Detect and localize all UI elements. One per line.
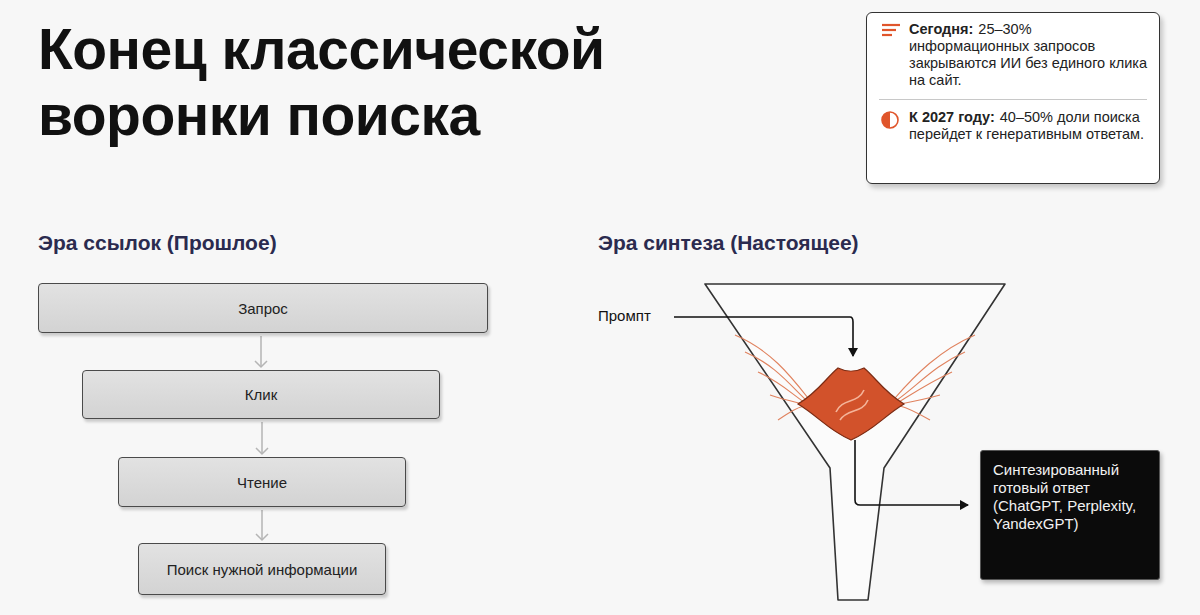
node-text: Запрос [238, 300, 288, 317]
stat-lead: Сегодня: [909, 21, 973, 37]
stat-lead: К 2027 году: [909, 109, 995, 125]
flow-arrow [260, 336, 262, 367]
page-title: Конец классической воронки поиска [38, 16, 798, 148]
list-icon [881, 23, 901, 39]
synthesis-core [798, 368, 904, 440]
stat-panel: Сегодня:25–30% информационных запросов з… [866, 12, 1160, 184]
era-heading: Эра синтеза (Настоящее) [598, 231, 859, 255]
node-text: Синтезированный готовый ответ (ChatGPT, … [993, 461, 1147, 533]
funnel-outline [705, 284, 1005, 600]
node-text: Поиск нужной информации [167, 561, 358, 578]
prompt-label: Промпт [598, 307, 651, 324]
flow-arrow [261, 510, 263, 540]
era-heading: Эра ссылок (Прошлое) [38, 231, 277, 255]
stat-entry: К 2027 году:40–50% доли поиска перейдет … [879, 99, 1147, 143]
answer-leader [855, 440, 968, 505]
node-text: Чтение [237, 474, 287, 491]
prompt-leader [674, 317, 853, 356]
pie-icon [881, 111, 901, 131]
answer-box: Синтезированный готовый ответ (ChatGPT, … [980, 450, 1160, 580]
flow-arrow [261, 422, 263, 454]
core-swirl [836, 390, 868, 420]
process-box: Чтение [118, 457, 406, 507]
process-box: Поиск нужной информации [138, 543, 386, 595]
stat-entry: Сегодня:25–30% информационных запросов з… [879, 21, 1147, 89]
process-box: Запрос [38, 283, 488, 333]
process-box: Клик [82, 370, 440, 419]
node-text: Клик [245, 386, 277, 403]
